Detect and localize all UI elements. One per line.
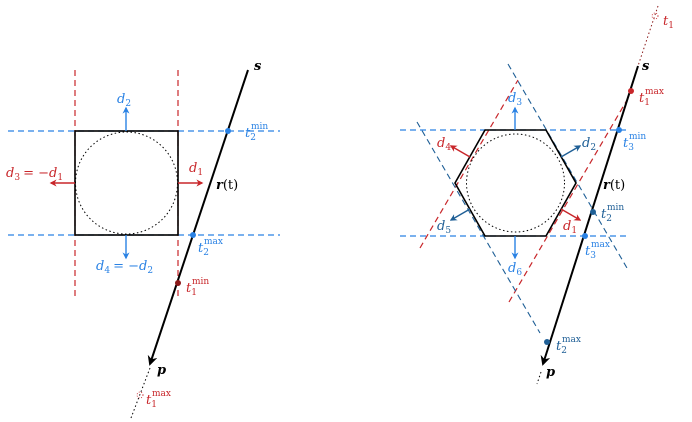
label-t1-max: t1max <box>639 87 664 108</box>
label-r-of-t: r(t) <box>603 178 625 193</box>
normal-d5-arrow <box>449 208 471 221</box>
point-t1-top <box>651 12 659 20</box>
label-d5: d5 <box>437 219 451 236</box>
hexagon-shape <box>454 129 577 237</box>
point-t2-max <box>544 339 550 345</box>
label-d1: d1 <box>563 219 577 236</box>
point-t2-min <box>590 209 596 215</box>
right-diagram: d3 d6 d4 d2 d5 d1 t1 t1max t3min t2min t… <box>400 5 674 385</box>
normal-d2-arrow <box>560 145 582 158</box>
point-t3-max <box>582 233 588 239</box>
label-d4: d4= −d2 <box>96 259 153 276</box>
label-t2-min: t2min <box>601 203 624 224</box>
label-t1-top: t1 <box>663 14 674 31</box>
label-s: s <box>642 59 650 74</box>
label-d1: d1 <box>189 161 203 178</box>
point-t1-max <box>628 88 634 94</box>
label-s: s <box>254 59 262 74</box>
point-t1-max <box>136 391 144 399</box>
normal-d4-arrow <box>449 145 471 158</box>
label-d3: d3= −d1 <box>6 166 63 183</box>
ray-solid <box>147 69 249 366</box>
label-t2-max: t2max <box>198 237 223 258</box>
label-t1-min: t1min <box>186 277 209 298</box>
label-d6: d6 <box>508 261 522 278</box>
label-t2-max: t2max <box>556 335 581 356</box>
label-d2: d2 <box>117 92 131 109</box>
slab-line-d4 <box>419 79 519 249</box>
slab-line-d1 <box>508 99 628 303</box>
slab-line-d5 <box>416 121 541 334</box>
label-t1-max: t1max <box>146 389 171 410</box>
slab-line-d2 <box>507 63 628 269</box>
left-diagram: d1 d2 d3= −d1 d4= −d2 t2min t2max t1min … <box>6 59 280 419</box>
point-t1-min <box>175 280 181 286</box>
label-r-of-t: r(t) <box>216 178 238 193</box>
label-d3: d3 <box>508 91 522 108</box>
label-t3-min: t3min <box>623 132 646 153</box>
label-d2: d2 <box>582 136 596 153</box>
normal-d1-arrow <box>560 208 582 221</box>
ray-dotted-extension <box>130 367 151 419</box>
label-d4: d4 <box>437 136 451 153</box>
label-t3-max: t3max <box>585 240 610 261</box>
ray-dotted-bottom <box>536 371 542 385</box>
inscribed-circle <box>75 131 178 235</box>
inscribed-circle-hex <box>466 133 565 233</box>
point-t2-min <box>225 128 231 134</box>
ray-solid <box>540 65 639 366</box>
ray-dotted-top <box>637 5 659 67</box>
label-t2-min: t2min <box>245 122 268 143</box>
label-p: p <box>157 363 166 378</box>
point-t3-min <box>616 127 622 133</box>
point-t2-max <box>190 232 196 238</box>
label-p: p <box>546 365 555 380</box>
